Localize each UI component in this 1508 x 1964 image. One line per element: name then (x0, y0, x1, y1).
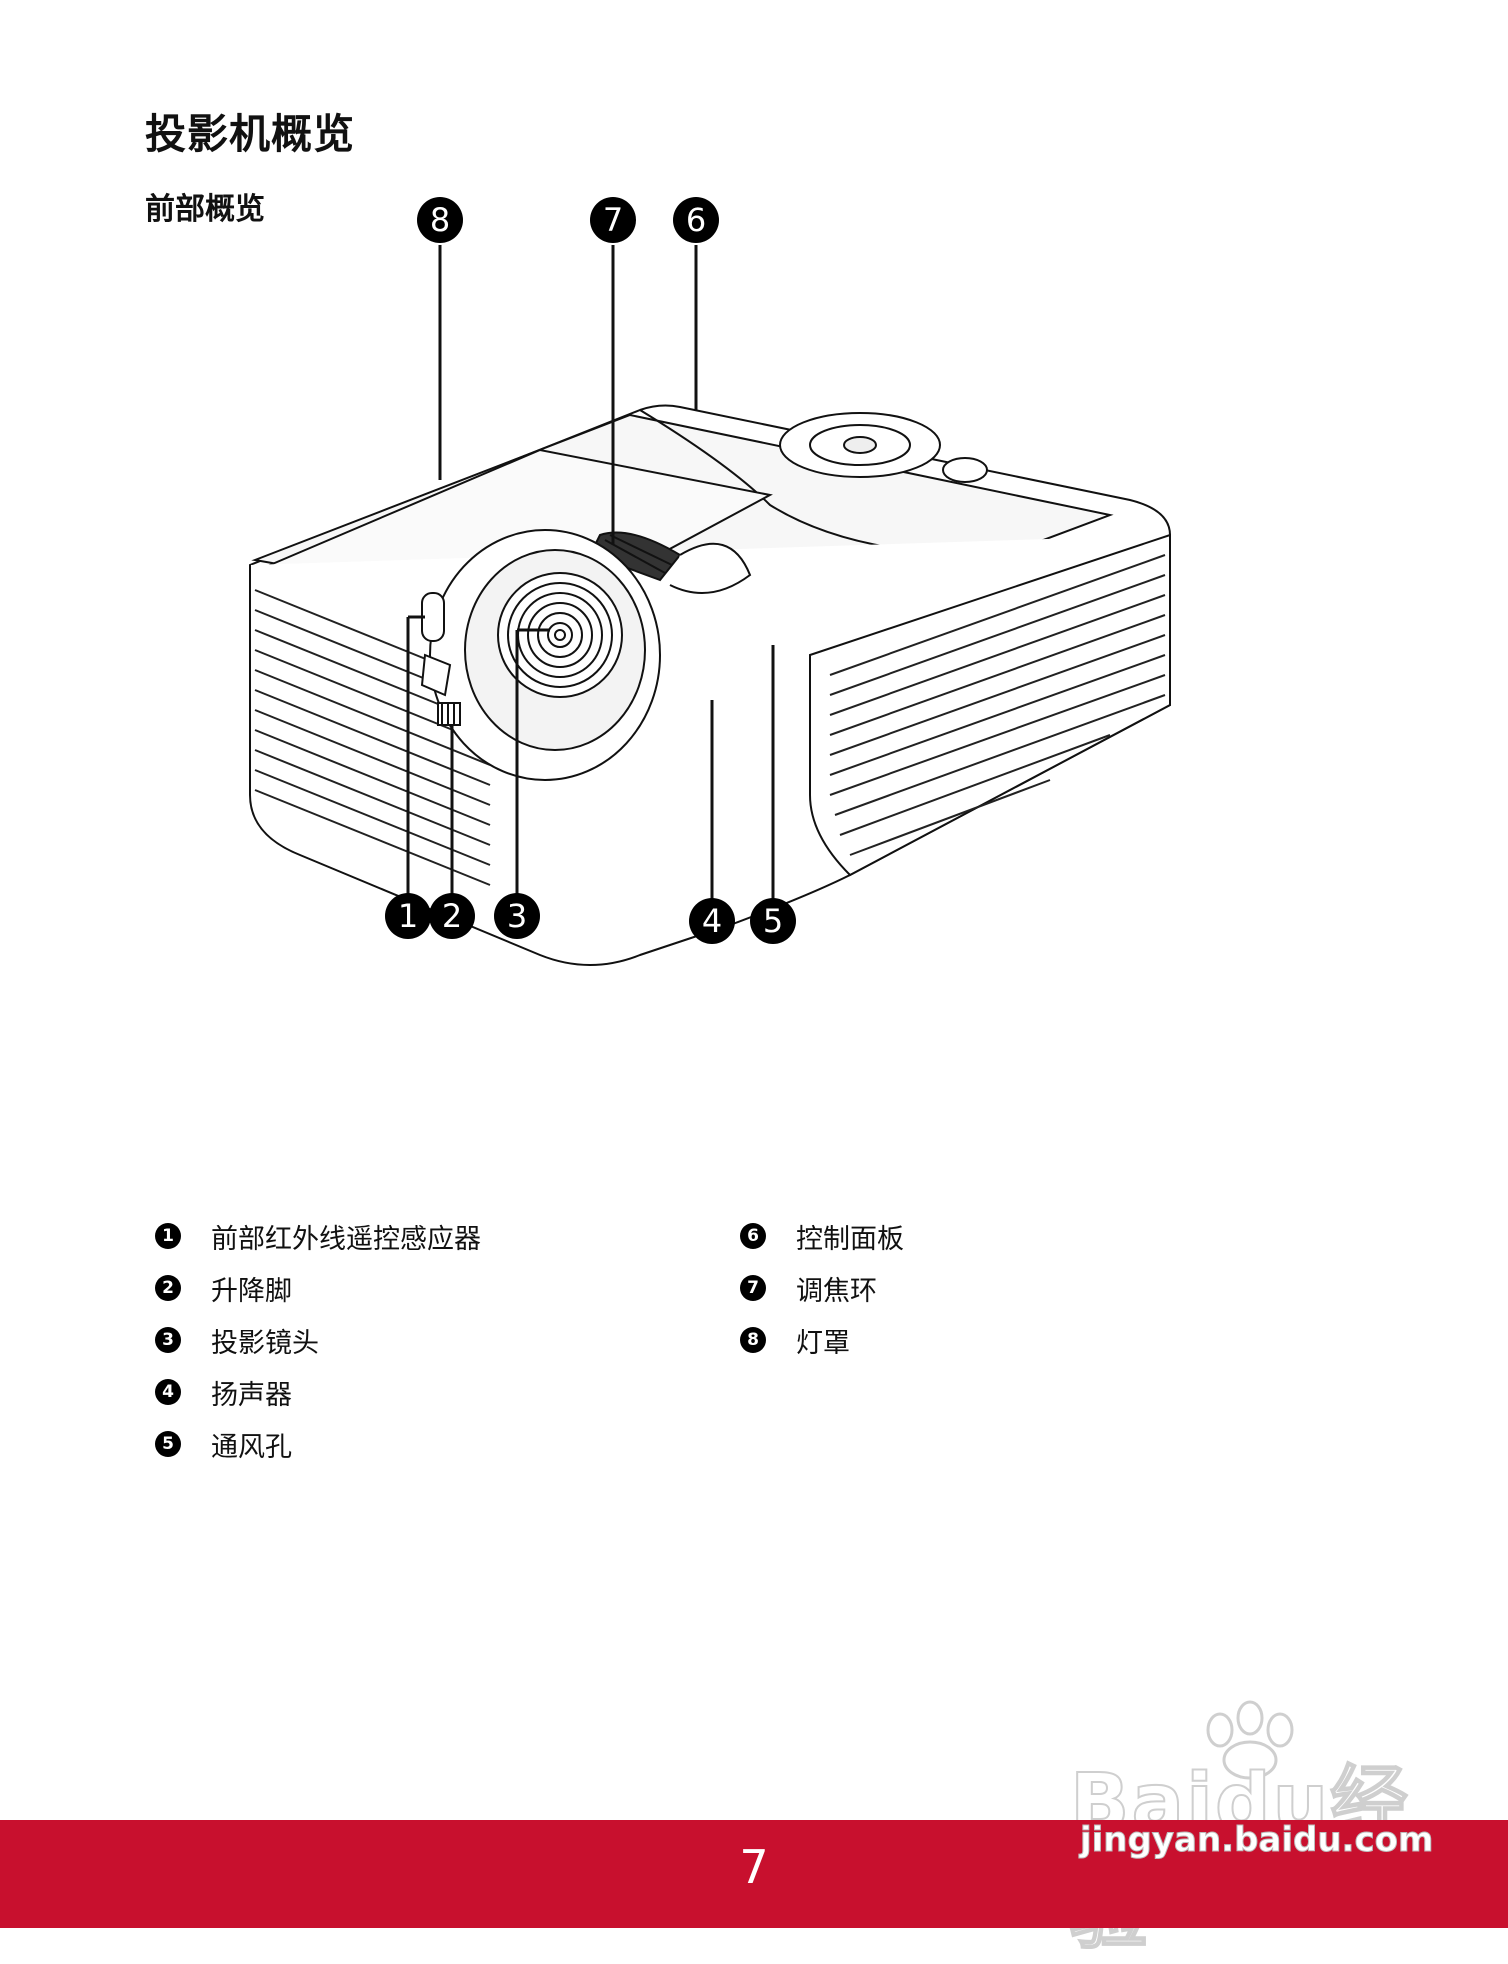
legend-item: 7 调焦环 (740, 1262, 904, 1314)
legend-item: 6 控制面板 (740, 1210, 904, 1262)
legend-label: 扬声器 (211, 1379, 292, 1411)
legend-number: 6 (740, 1223, 766, 1249)
legend-left: 1 前部红外线遥控感应器 2 升降脚 3 投影镜头 4 扬声器 5 通风孔 (155, 1210, 481, 1470)
legend-number: 7 (740, 1275, 766, 1301)
callout-7: 7 (590, 197, 636, 243)
legend-label: 升降脚 (211, 1275, 292, 1307)
legend-label: 通风孔 (211, 1431, 292, 1463)
legend-label: 前部红外线遥控感应器 (211, 1223, 481, 1255)
paw-icon (1206, 1700, 1294, 1780)
callout-3: 3 (494, 893, 540, 939)
callout-1: 1 (385, 893, 431, 939)
callout-4: 4 (689, 898, 735, 944)
callout-6: 6 (673, 197, 719, 243)
callout-2: 2 (429, 893, 475, 939)
legend-right: 6 控制面板 7 调焦环 8 灯罩 (740, 1210, 904, 1366)
projector-diagram: 8 7 6 1 2 3 4 5 (210, 197, 1220, 1155)
baidu-watermark: Baidu经验 (1060, 1700, 1480, 1961)
projector-illustration (249, 235, 1171, 966)
legend-item: 8 灯罩 (740, 1314, 904, 1366)
legend-label: 灯罩 (796, 1327, 850, 1359)
legend-number: 8 (740, 1327, 766, 1353)
page-number: 7 (739, 1840, 769, 1894)
legend-number: 3 (155, 1327, 181, 1353)
legend-item: 2 升降脚 (155, 1262, 481, 1314)
legend-label: 调焦环 (796, 1275, 877, 1307)
callout-5: 5 (750, 898, 796, 944)
legend-number: 5 (155, 1431, 181, 1457)
legend-number: 4 (155, 1379, 181, 1405)
section-title: 前部概览 (145, 192, 265, 227)
legend-label: 投影镜头 (211, 1327, 319, 1359)
legend-item: 1 前部红外线遥控感应器 (155, 1210, 481, 1262)
legend-item: 5 通风孔 (155, 1418, 481, 1470)
watermark-url: jingyan.baidu.com (1079, 1820, 1434, 1861)
callout-8: 8 (417, 197, 463, 243)
legend-number: 1 (155, 1223, 181, 1249)
legend-label: 控制面板 (796, 1223, 904, 1255)
legend-item: 3 投影镜头 (155, 1314, 481, 1366)
legend-number: 2 (155, 1275, 181, 1301)
page-title: 投影机概览 (145, 110, 355, 158)
footer-bar: 7 (0, 1820, 1508, 1928)
legend-item: 4 扬声器 (155, 1366, 481, 1418)
